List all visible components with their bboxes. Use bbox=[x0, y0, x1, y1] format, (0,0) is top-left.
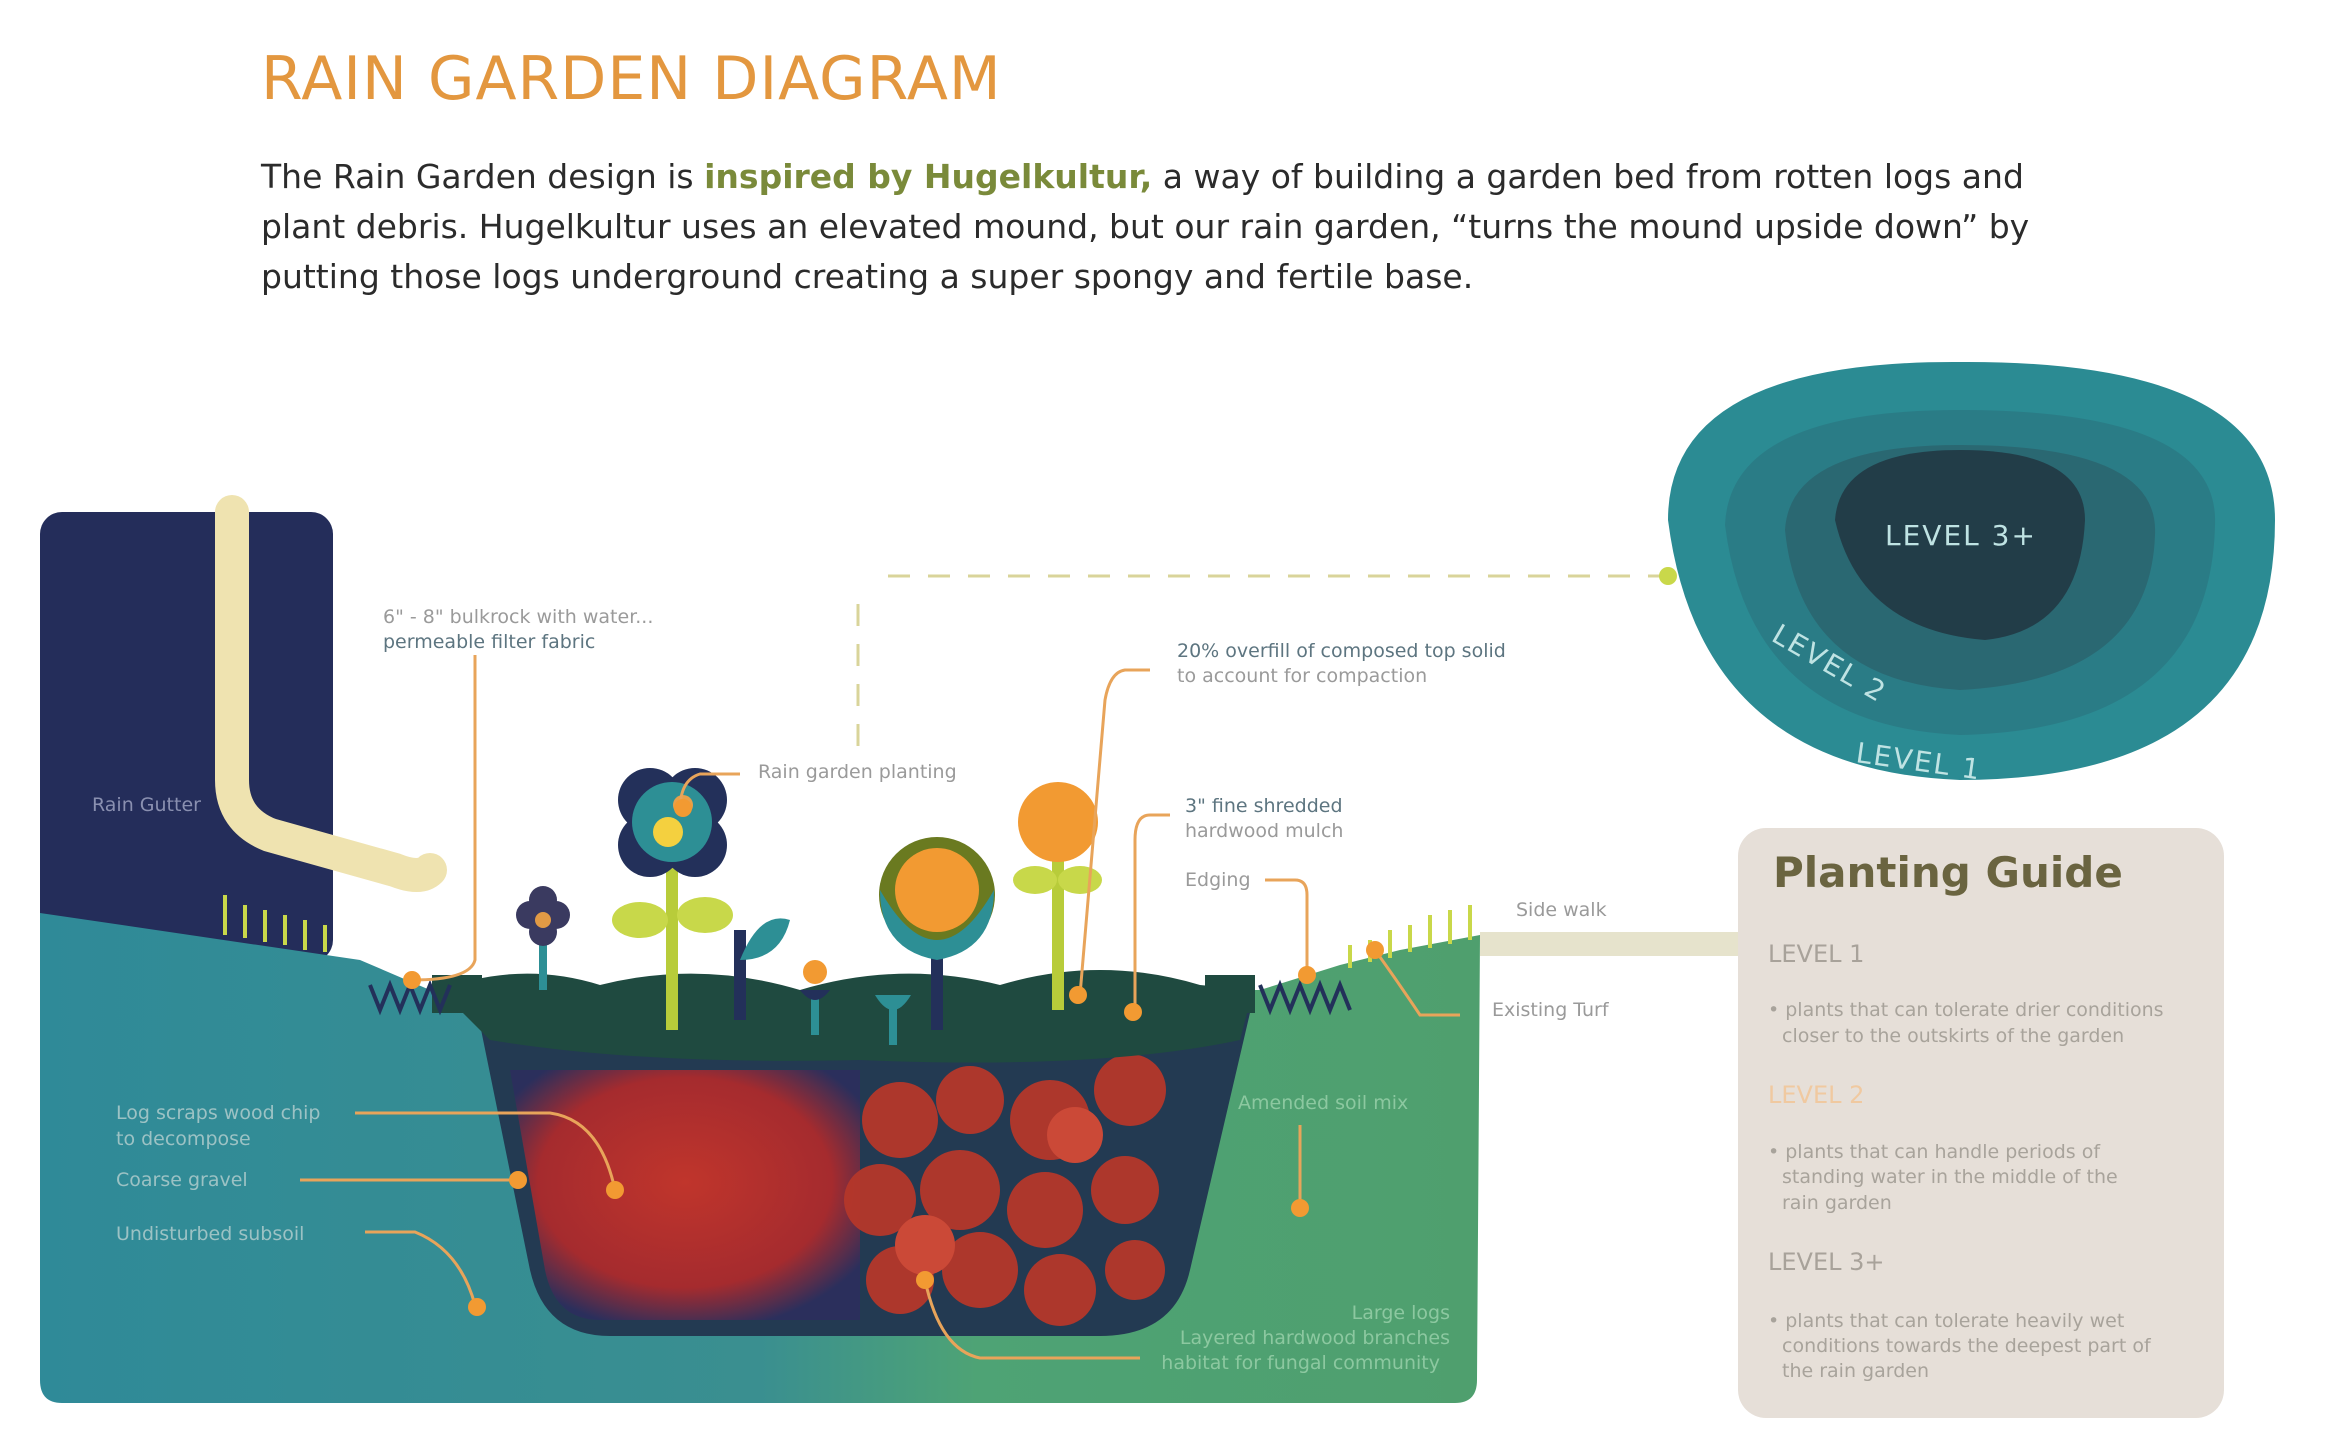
label-rain-gutter: Rain Gutter bbox=[92, 794, 201, 816]
guide-level-1-text: closer to the outskirts of the garden bbox=[1782, 1025, 2124, 1047]
guide-level-2-text: standing water in the middle of the bbox=[1782, 1166, 2118, 1188]
log-layer bbox=[510, 1070, 860, 1320]
guide-level-3-text: conditions towards the deepest part of bbox=[1782, 1335, 2152, 1357]
label-large-logs: Large logs bbox=[1352, 1302, 1450, 1324]
edging-right bbox=[1205, 975, 1255, 1013]
grass-left bbox=[223, 895, 327, 952]
label-existing-turf: Existing Turf bbox=[1492, 999, 1610, 1021]
label-gravel: Coarse gravel bbox=[116, 1169, 248, 1191]
planting-guide-title: Planting Guide bbox=[1773, 848, 2123, 897]
rain-gutter-pipe bbox=[215, 495, 447, 892]
connector-dot bbox=[1659, 567, 1677, 585]
intro-highlight: inspired by Hugelkultur, bbox=[704, 157, 1153, 196]
label-compaction: to account for compaction bbox=[1177, 665, 1427, 687]
guide-level-3-text: the rain garden bbox=[1782, 1360, 1929, 1382]
label-soil-mix: Amended soil mix bbox=[1238, 1092, 1408, 1114]
leader-lines bbox=[300, 655, 1460, 1360]
building-wall bbox=[40, 512, 333, 962]
label-mulch: 3" fine shredded bbox=[1185, 795, 1343, 817]
guide-level-1: LEVEL 1 bbox=[1768, 940, 1864, 968]
guide-level-3: LEVEL 3+ bbox=[1768, 1248, 1885, 1276]
guide-level-2-text: • plants that can handle periods of bbox=[1768, 1141, 2101, 1163]
intro-text: The Rain Garden design is bbox=[261, 157, 705, 196]
guide-level-2: LEVEL 2 bbox=[1768, 1081, 1864, 1109]
label-bulkrock: 6" - 8" bulkrock with water... bbox=[383, 606, 653, 628]
basin-plan-view: LEVEL 3+ LEVEL 2 LEVEL 1 bbox=[1668, 361, 2275, 787]
label-decompose: to decompose bbox=[116, 1128, 251, 1150]
plants bbox=[516, 768, 1102, 1045]
dashed-connector bbox=[856, 574, 1668, 746]
label-sidewalk: Side walk bbox=[1516, 899, 1607, 921]
label-filter-fabric: permeable filter fabric bbox=[383, 631, 595, 653]
gravel-rocks bbox=[844, 1054, 1166, 1326]
tulip-flower bbox=[879, 837, 995, 960]
star-flower bbox=[516, 886, 570, 946]
label-fungal-habitat: habitat for fungal community bbox=[1161, 1352, 1440, 1374]
label-overfill: 20% overfill of composed top solid bbox=[1177, 640, 1506, 662]
label-subsoil: Undisturbed subsoil bbox=[116, 1223, 304, 1245]
sidewalk bbox=[1480, 932, 1738, 956]
page-title: RAIN GARDEN DIAGRAM bbox=[261, 44, 1002, 114]
blue-flower bbox=[618, 768, 727, 877]
label-hardwood-mulch: hardwood mulch bbox=[1185, 820, 1343, 842]
guide-level-2-text: rain garden bbox=[1782, 1192, 1892, 1214]
filter-fabric-right bbox=[1258, 979, 1352, 1016]
intro-paragraph: The Rain Garden design is inspired by Hu… bbox=[261, 152, 2081, 302]
guide-level-3-text: • plants that can tolerate heavily wet bbox=[1768, 1310, 2124, 1332]
guide-level-1-text: • plants that can tolerate drier conditi… bbox=[1768, 999, 2164, 1021]
label-edging: Edging bbox=[1185, 869, 1251, 891]
label-log-scraps: Log scraps wood chip bbox=[116, 1102, 321, 1124]
mulch-layer bbox=[440, 970, 1253, 1063]
basin-level-3-label: LEVEL 3+ bbox=[1885, 519, 2037, 552]
planting-guide-card: Planting Guide LEVEL 1 • plants that can… bbox=[1738, 828, 2224, 1418]
label-hardwood-branches: Layered hardwood branches bbox=[1180, 1327, 1450, 1349]
intro-text-rest: a way of building a garden bed from rott… bbox=[261, 157, 2030, 296]
label-planting: Rain garden planting bbox=[758, 761, 957, 783]
